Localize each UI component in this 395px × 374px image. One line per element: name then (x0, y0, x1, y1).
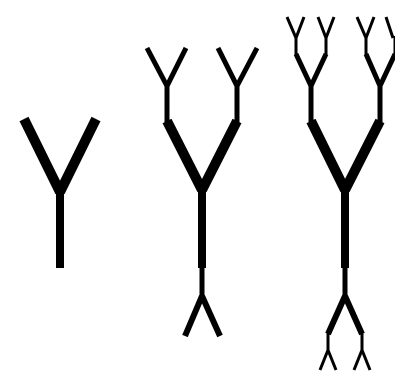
stage-3-root-tiny-1a (320, 350, 328, 370)
stage-1-tree (24, 119, 96, 268)
stage-2-branch-left (167, 121, 202, 190)
stage-3-branch-left (311, 121, 345, 190)
stage-2-twig-left-a (147, 48, 167, 86)
stage-3-twig-right-b (380, 54, 395, 86)
stage-1-branch-right (60, 119, 96, 192)
stage-2-root-right (202, 296, 220, 336)
stage-2-tree (147, 48, 257, 336)
stage-2-twig-left-b (167, 48, 186, 86)
stage-2-branch-right (202, 121, 237, 190)
stage-3-root-right (345, 296, 362, 334)
stage-3-tiny-y2-a (318, 17, 326, 38)
stage-3-twig-left-a (296, 54, 311, 86)
stage-3-root-tiny-2a (354, 350, 362, 370)
stage-3-tiny-y1-a (287, 17, 296, 38)
stage-3-root-tiny-2b (362, 350, 370, 370)
stage-1-branch-left (24, 119, 60, 192)
stage-3-tree (287, 17, 395, 370)
stage-3-tiny-y1-b (296, 17, 304, 38)
stage-3-tiny-y3-a (357, 17, 366, 38)
stage-3-root-left (328, 296, 345, 334)
stage-2-root-left (185, 296, 202, 336)
stage-3-tiny-y3-b (366, 17, 374, 38)
stage-3-tiny-y2-b (326, 17, 334, 38)
stage-3-tiny-y4-a (386, 17, 393, 38)
stage-3-root-tiny-1b (328, 350, 336, 370)
stage-2-twig-right-b (237, 48, 257, 86)
stage-3-twig-right-a (366, 54, 380, 86)
stage-3-twig-left-b (311, 54, 326, 86)
stage-3-branch-right (345, 121, 380, 190)
stage-2-twig-right-a (218, 48, 237, 86)
